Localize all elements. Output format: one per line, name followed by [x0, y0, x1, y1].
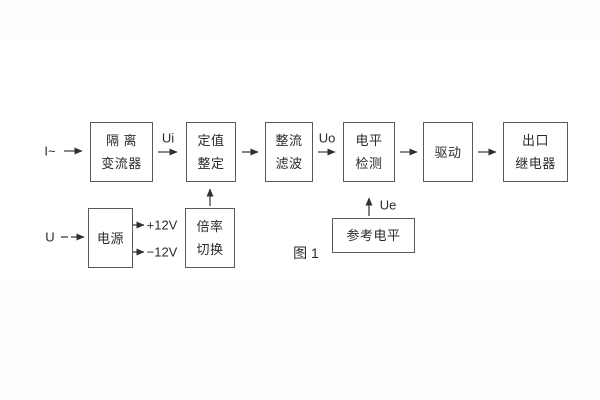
label-ue: Ue: [379, 197, 397, 213]
block-output-relay-line2: 继电器: [515, 156, 556, 171]
block-rectifier-filter: 整流 滤波: [265, 122, 313, 182]
label-voltage-input: U: [45, 229, 55, 245]
block-output-relay-line1: 出口: [521, 133, 549, 148]
label-plus12v: +12V: [146, 217, 178, 233]
label-uo: Uo: [318, 130, 336, 146]
block-reference-level: 参考电平: [332, 218, 415, 253]
block-level-detector-line1: 电平: [355, 133, 383, 148]
block-level-detector-line2: 检测: [355, 156, 383, 171]
label-ui: Ui: [161, 130, 175, 146]
block-rectifier-filter-line2: 滤波: [275, 156, 303, 171]
block-reference-level-line1: 参考电平: [346, 228, 401, 243]
block-ratio-switch-line1: 倍率: [196, 219, 224, 234]
block-isolation-transformer-line2: 变流器: [101, 156, 142, 171]
label-current-input: I~: [44, 143, 56, 159]
block-setting-adjust-line2: 整定: [197, 156, 225, 171]
block-output-relay: 出口 继电器: [503, 122, 568, 182]
block-driver: 驱动: [423, 122, 473, 182]
block-power-supply: 电源: [88, 208, 133, 268]
block-ratio-switch: 倍率 切换: [185, 208, 235, 268]
block-ratio-switch-line2: 切换: [196, 242, 224, 257]
block-isolation-transformer-line1: 隔 离: [105, 133, 138, 148]
figure-caption: 图 1: [293, 245, 319, 261]
block-rectifier-filter-line1: 整流: [275, 133, 303, 148]
block-setting-adjust-line1: 定值: [197, 133, 225, 148]
block-driver-line1: 驱动: [434, 144, 462, 160]
block-setting-adjust: 定值 整定: [186, 122, 236, 182]
block-power-supply-line1: 电源: [96, 230, 124, 246]
block-level-detector: 电平 检测: [343, 122, 395, 182]
block-isolation-transformer: 隔 离 变流器: [90, 122, 153, 182]
label-minus12v: −12V: [146, 244, 178, 260]
